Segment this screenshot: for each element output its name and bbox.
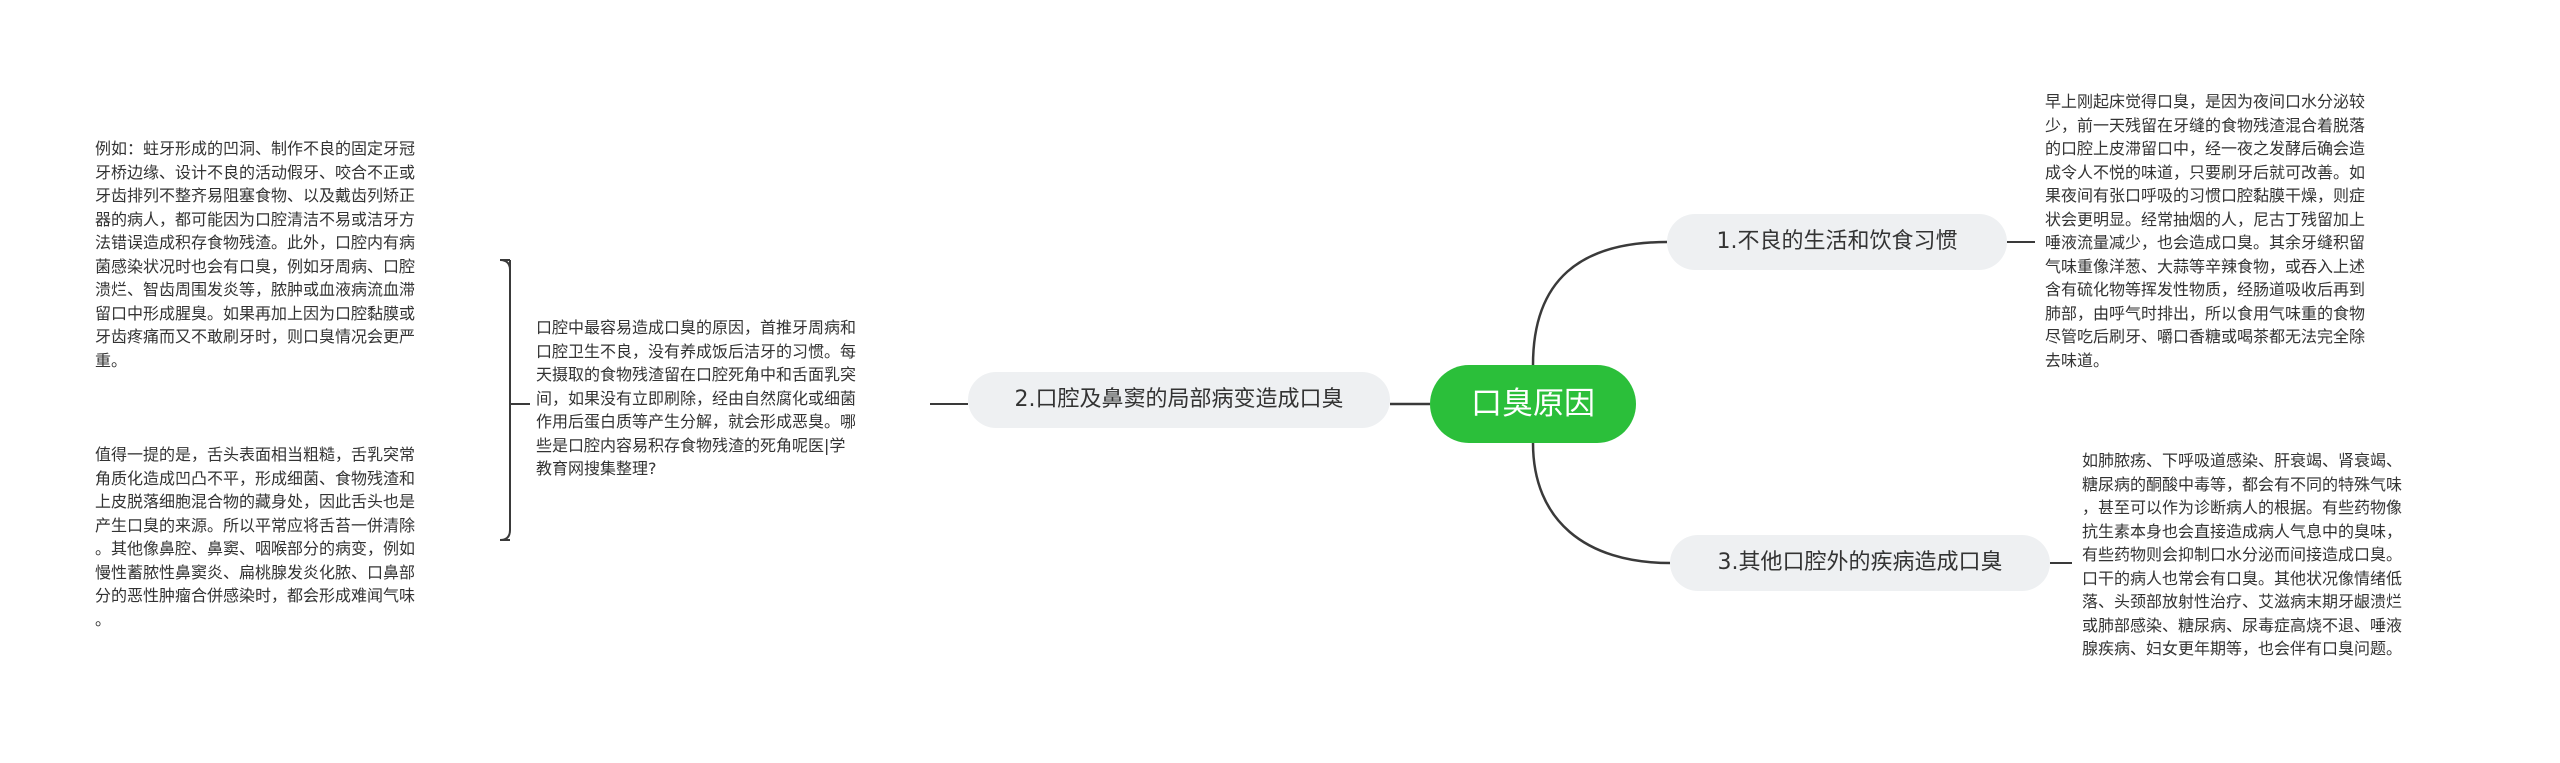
branch-node-2[interactable]: 2.口腔及鼻窦的局部病变造成口臭 — [968, 372, 1390, 428]
branch-3-text: 如肺脓疡、下呼吸道感染、肝衰竭、肾衰竭、 糖尿病的酮酸中毒等，都会有不同的特殊气… — [2082, 451, 2403, 658]
branch-1-text: 早上刚起床觉得口臭，是因为夜间口水分泌较 少，前一天残留在牙缝的食物残渣混合着脱… — [2045, 92, 2366, 370]
branch-2-child-2-text: 值得一提的是，舌头表面相当粗糙，舌乳突常 角质化造成凹凸不平，形成细菌、食物残渣… — [95, 445, 416, 629]
link-branch-2-children — [499, 259, 530, 541]
branch-node-3[interactable]: 3.其他口腔外的疾病造成口臭 — [1670, 535, 2050, 591]
branch-2-text: 口腔中最容易造成口臭的原因，首推牙周病和 口腔卫生不良，没有养成饭后洁牙的习惯。… — [536, 318, 857, 478]
branch-2-child-1-text: 例如：蛀牙形成的凹洞、制作不良的固定牙冠 牙桥边缘、设计不良的活动假牙、咬合不正… — [95, 139, 416, 370]
link-root-branch-3 — [1531, 442, 1671, 565]
root-node[interactable]: 口臭原因 — [1430, 365, 1636, 443]
branch-node-1[interactable]: 1.不良的生活和饮食习惯 — [1667, 214, 2007, 270]
link-root-branch-1 — [1531, 240, 1668, 366]
